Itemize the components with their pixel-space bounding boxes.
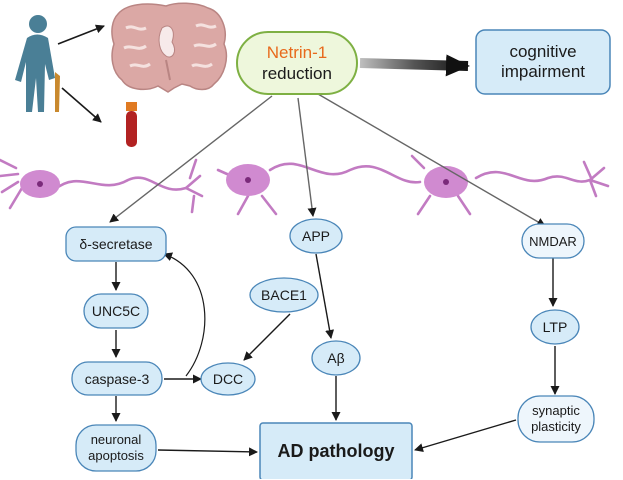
- reduction-to-nmdar-arrow: [317, 93, 546, 227]
- synaptic-node-shape: [517, 395, 595, 443]
- app-node-shape: [289, 218, 343, 254]
- netrin-node-shape: [236, 31, 358, 95]
- bace1-to-dcc-arrow: [243, 313, 291, 361]
- ltp-node-shape: [530, 309, 580, 345]
- brain-icon: [111, 2, 228, 93]
- neuron-icon: [0, 154, 610, 216]
- reduction-to-app-arrow: [297, 97, 317, 217]
- dcc-node-shape: [200, 362, 256, 396]
- person-to-blood-arrow: [61, 87, 102, 123]
- impairment-node-shape: [475, 29, 611, 95]
- reduction-to-impairment-arrow: [359, 54, 470, 77]
- nmdar-node-shape: [521, 223, 585, 259]
- delta-node-shape: [65, 226, 167, 262]
- app-to-abeta-arrow: [315, 253, 335, 339]
- person-to-brain-arrow: [57, 24, 105, 45]
- abeta-node-shape: [311, 340, 361, 376]
- synaptic-to-ad-arrow: [414, 419, 517, 453]
- apoptosis-node-shape: [75, 424, 157, 472]
- reduction-to-delta-arrow: [109, 95, 273, 223]
- bace1-node-shape: [249, 277, 319, 313]
- blood-tube-icon: [126, 102, 137, 147]
- unc5c-node-shape: [83, 293, 149, 329]
- caspase-node-shape: [71, 361, 163, 396]
- apoptosis-to-ad-arrow: [157, 447, 258, 457]
- ad-node-shape: [259, 422, 413, 479]
- elderly-person-icon: [15, 15, 60, 112]
- neuron-bodies: [20, 164, 468, 198]
- caspase-to-delta-arrow: [163, 252, 206, 377]
